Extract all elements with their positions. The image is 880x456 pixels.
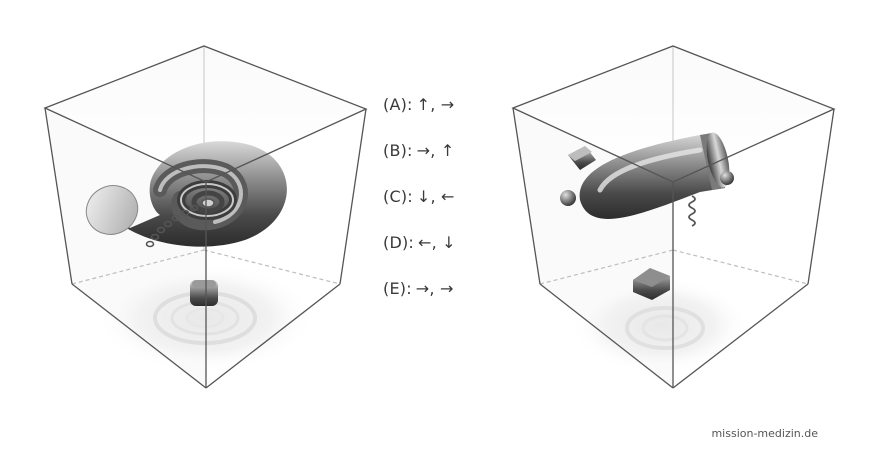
option-e[interactable]: (E):→, → bbox=[383, 279, 454, 298]
option-d[interactable]: (D):←, ↓ bbox=[383, 233, 456, 252]
source-credit: mission-medizin.de bbox=[711, 427, 818, 440]
option-c[interactable]: (C):↓, ← bbox=[383, 187, 455, 206]
option-c-label: (C): bbox=[383, 187, 413, 206]
option-b-answer: →, ↑ bbox=[416, 141, 455, 160]
right-cone-object bbox=[560, 132, 734, 227]
option-d-answer: ←, ↓ bbox=[418, 233, 456, 252]
right-small-block-top bbox=[568, 146, 596, 170]
option-d-label: (D): bbox=[383, 233, 414, 252]
option-c-answer: ↓, ← bbox=[416, 187, 455, 206]
left-shell-object bbox=[85, 141, 287, 248]
right-small-block-bottom bbox=[633, 268, 670, 300]
option-e-label: (E): bbox=[383, 279, 412, 298]
option-a[interactable]: (A):↑, → bbox=[383, 95, 454, 114]
option-b[interactable]: (B):→, ↑ bbox=[383, 141, 454, 160]
option-b-label: (B): bbox=[383, 141, 413, 160]
option-e-answer: →, → bbox=[415, 279, 454, 298]
left-small-block bbox=[190, 280, 218, 306]
option-a-label: (A): bbox=[383, 95, 413, 114]
left-cube bbox=[43, 45, 368, 389]
right-cube bbox=[511, 45, 836, 389]
option-a-answer: ↑, → bbox=[416, 95, 455, 114]
